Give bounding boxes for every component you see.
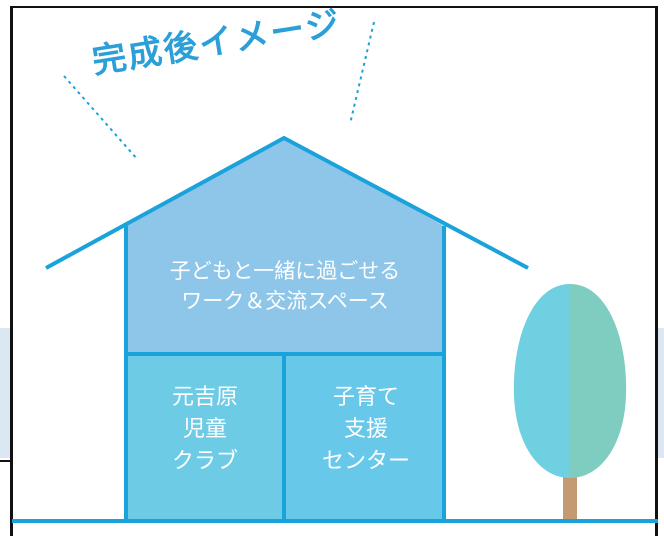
top-room-label: 子どもと一緒に過ごせる ワーク＆交流スペース [126, 256, 444, 317]
left-room-line-3: クラブ [171, 448, 238, 474]
right-room-label: 子育て 支援 センター [288, 382, 444, 478]
roof-line [45, 135, 529, 270]
tree-crown-left [513, 284, 570, 478]
top-room-fill [126, 138, 444, 354]
frame-border [10, 6, 658, 536]
right-room-line-2: 支援 [343, 416, 388, 442]
tree-crown-right [570, 284, 627, 478]
right-room-fill [284, 354, 444, 520]
dashed-ray-right [349, 21, 375, 125]
top-room-line-1: 子どもと一緒に過ごせる [169, 259, 401, 283]
frame-edge-line [0, 460, 12, 462]
left-room-fill [126, 354, 284, 520]
top-room-line-2: ワーク＆交流スペース [181, 289, 389, 314]
right-room-line-1: 子育て [332, 385, 399, 410]
dashed-ray-left [63, 75, 139, 161]
left-room-line-1: 元吉原 [171, 385, 238, 410]
right-room-line-3: センター [321, 448, 410, 474]
left-room-line-2: 児童 [182, 416, 227, 442]
left-room-label: 元吉原 児童 クラブ [128, 382, 282, 478]
